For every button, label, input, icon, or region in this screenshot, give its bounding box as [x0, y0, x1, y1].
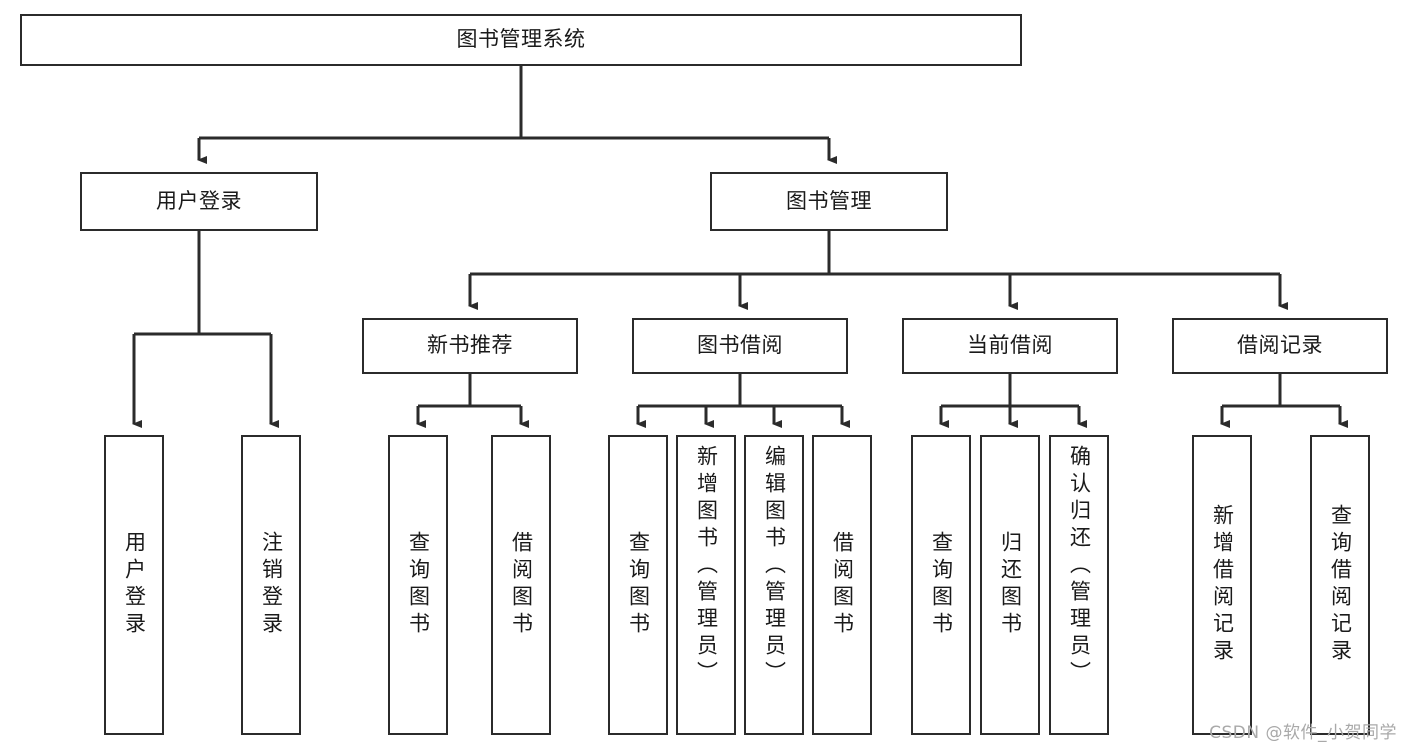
node-leaf-borrow-book-borrow[interactable]: 借阅图书	[812, 435, 872, 735]
node-root-system[interactable]: 图书管理系统	[20, 14, 1022, 66]
edge-group-new-book-rec	[416, 374, 529, 428]
node-borrow-record[interactable]: 借阅记录	[1172, 318, 1388, 374]
node-leaf-confirm-return-admin[interactable]: 确认归还（管理员）	[1049, 435, 1109, 735]
node-leaf-query-book-current[interactable]: 查询图书	[911, 435, 971, 735]
edge-group-user-login	[132, 231, 279, 428]
node-user-login[interactable]: 用户登录	[80, 172, 318, 231]
node-leaf-user-login[interactable]: 用户登录	[104, 435, 164, 735]
edge-group-book-borrow	[636, 374, 850, 428]
edge-group-root	[197, 66, 837, 164]
node-leaf-query-book-borrow[interactable]: 查询图书	[608, 435, 668, 735]
node-leaf-add-borrow-record[interactable]: 新增借阅记录	[1192, 435, 1252, 735]
node-new-book-recommend[interactable]: 新书推荐	[362, 318, 578, 374]
node-leaf-return-book[interactable]: 归还图书	[980, 435, 1040, 735]
node-leaf-user-logout[interactable]: 注销登录	[241, 435, 301, 735]
node-leaf-borrow-book-recommend[interactable]: 借阅图书	[491, 435, 551, 735]
edge-group-book-manage	[468, 231, 1288, 310]
node-book-borrow[interactable]: 图书借阅	[632, 318, 848, 374]
node-leaf-query-book-recommend[interactable]: 查询图书	[388, 435, 448, 735]
node-leaf-edit-book-admin[interactable]: 编辑图书（管理员）	[744, 435, 804, 735]
csdn-watermark: CSDN @软件_小贺同学	[1209, 723, 1397, 743]
node-book-manage[interactable]: 图书管理	[710, 172, 948, 231]
edge-group-current-borrow	[939, 374, 1087, 428]
node-leaf-add-book-admin[interactable]: 新增图书（管理员）	[676, 435, 736, 735]
edge-group-borrow-record	[1220, 374, 1348, 428]
node-current-borrow[interactable]: 当前借阅	[902, 318, 1118, 374]
node-leaf-query-borrow-record[interactable]: 查询借阅记录	[1310, 435, 1370, 735]
